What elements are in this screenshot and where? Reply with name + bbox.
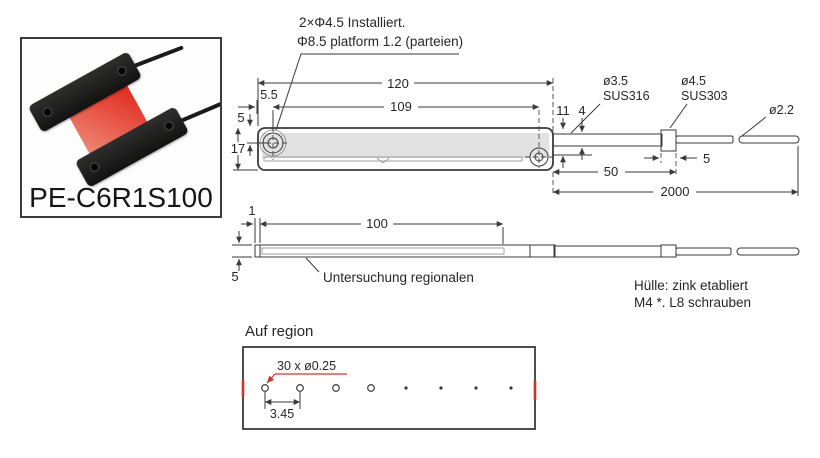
metal-sleeve-side	[553, 245, 662, 258]
sleeve-material-label: SUS316	[603, 89, 650, 103]
model-number: PE-C6R1S100	[29, 182, 213, 213]
body-face	[262, 133, 549, 158]
label-bg	[384, 100, 418, 114]
sensor-bar-side	[254, 244, 556, 258]
label-bg	[598, 165, 625, 178]
dim-sleeve-height: 4	[578, 103, 585, 118]
beam-holes-leader	[266, 373, 276, 384]
leader-line	[305, 257, 320, 273]
beam-hole	[474, 386, 478, 390]
beam-hole	[367, 384, 375, 392]
dim-hole-pitch: 3.45	[270, 407, 294, 421]
ferrule-dia-label: ø4.5	[681, 74, 706, 88]
fiber-cable-side	[675, 247, 732, 256]
label-bg	[361, 217, 393, 230]
label-bg	[653, 185, 696, 198]
metal-sleeve	[552, 133, 663, 147]
product-photo: PE-C6R1S100	[20, 37, 222, 218]
leader-line	[570, 103, 601, 134]
beam-holes-label: 30 x ø0.25	[277, 359, 336, 373]
beam-region-title: Auf region	[245, 323, 313, 340]
beam-region-view: Auf region 30 x ø0.25 3.45	[241, 323, 537, 430]
side-view: 1 100 5 Untersuchung regionalen Hülle: z…	[231, 204, 800, 310]
ferrule-side	[660, 244, 677, 258]
install-note-line2: Φ8.5 platform 1.2 (parteien)	[297, 34, 463, 49]
fiber-cable-side	[736, 247, 800, 256]
label-bg	[382, 76, 414, 90]
beam-hole	[404, 386, 408, 390]
cable-dia-label: ø2.2	[769, 103, 794, 117]
dim-total-length: 2000	[661, 184, 690, 199]
beam-hole	[332, 384, 340, 392]
sensor-body	[257, 127, 554, 171]
beam-hole	[509, 386, 513, 390]
sleeve-note-line2: M4 *. L8 schrauben	[634, 295, 751, 310]
dim-ferrule-length: 5	[703, 151, 710, 166]
dim-bar-height: 5	[231, 269, 238, 284]
install-note-leader	[275, 53, 459, 131]
top-view: 2×Φ4.5 Installiert. Φ8.5 platform 1.2 (p…	[229, 15, 800, 199]
ferrule-material-label: SUS303	[681, 89, 728, 103]
fiber-cable	[738, 135, 800, 144]
end-cap	[529, 244, 555, 258]
fiber-slot	[263, 156, 523, 162]
leader-line	[741, 116, 767, 137]
dim-hole-span: 109	[390, 99, 412, 114]
dim-sensing-length: 100	[366, 216, 388, 231]
fiber-cable	[675, 135, 734, 144]
slot-notch	[376, 157, 390, 164]
leader-line	[669, 103, 688, 129]
hole-centerlines	[258, 127, 552, 160]
install-note-line1: 2×Φ4.5 Installiert.	[299, 15, 405, 30]
dim-end-height: 11	[556, 103, 570, 118]
dim-sleeve-length: 50	[604, 164, 618, 179]
dim-body-height: 17	[231, 141, 245, 156]
beam-hole	[296, 384, 304, 392]
sensing-region-label: Untersuchung regionalen	[323, 270, 474, 285]
ferrule	[660, 129, 677, 152]
sleeve-dia-label: ø3.5	[603, 74, 628, 88]
beam-hole	[261, 384, 269, 392]
dim-hole-offset: 5.5	[260, 88, 277, 102]
bar-tip	[254, 244, 261, 258]
beam-hole	[439, 386, 443, 390]
dim-hole-from-top: 5	[237, 110, 244, 125]
dim-tip-width: 1	[249, 204, 256, 218]
label-bg	[229, 142, 247, 155]
emitting-strip	[261, 247, 505, 255]
dim-overall-length: 120	[387, 76, 409, 91]
sleeve-note-line1: Hülle: zink etabliert	[634, 278, 748, 293]
